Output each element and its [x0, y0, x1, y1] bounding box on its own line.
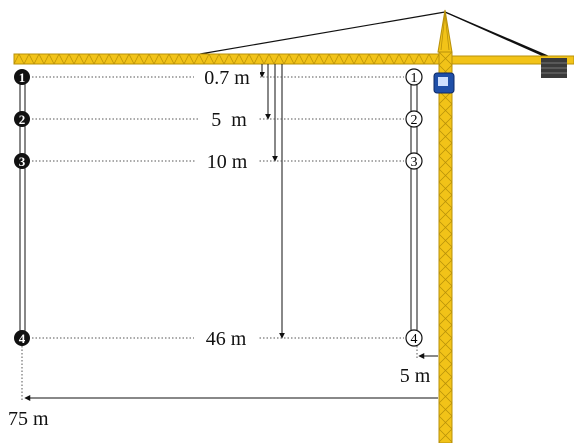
svg-text:2: 2: [19, 112, 26, 127]
right-marker-4: 4: [405, 329, 423, 347]
right-marker-2: 2: [405, 110, 423, 128]
right-marker-3: 3: [405, 152, 423, 170]
svg-text:3: 3: [19, 154, 26, 169]
svg-text:1: 1: [19, 70, 26, 85]
crane-mast: [438, 51, 453, 443]
svg-text:1: 1: [411, 71, 418, 86]
right-marker-1: 1: [405, 68, 423, 86]
depth-label-2: 5 m: [211, 109, 247, 131]
svg-text:4: 4: [411, 332, 418, 347]
span-dimension: 75 m: [8, 346, 438, 430]
svg-text:3: 3: [411, 155, 418, 170]
svg-text:2: 2: [411, 113, 418, 128]
left-marker-3: 3: [14, 153, 30, 169]
pendant-line-jib: [199, 11, 446, 55]
left-markers: 1 2 3 4: [14, 69, 30, 346]
operator-cab: [433, 72, 455, 94]
tower-crane: [13, 9, 574, 443]
right-markers: 1 2 3 4: [405, 68, 423, 347]
offset-label: 5 m: [400, 365, 431, 387]
depth-labels: 0.7 m 5 m 10 m 46 m: [194, 66, 260, 350]
left-marker-2: 2: [14, 111, 30, 127]
depth-label-4: 46 m: [206, 328, 247, 350]
span-label: 75 m: [8, 408, 49, 430]
hanging-cables: [259, 64, 285, 339]
depth-label-3: 10 m: [207, 151, 248, 173]
left-marker-1: 1: [14, 69, 30, 85]
crane-jib: [13, 53, 445, 65]
counterweight: [541, 58, 567, 78]
depth-label-1: 0.7 m: [204, 67, 250, 89]
offset-dimension: 5 m: [400, 346, 438, 387]
pendant-line-counterjib-c: [444, 11, 563, 63]
svg-text:4: 4: [19, 331, 26, 346]
left-marker-4: 4: [14, 330, 30, 346]
